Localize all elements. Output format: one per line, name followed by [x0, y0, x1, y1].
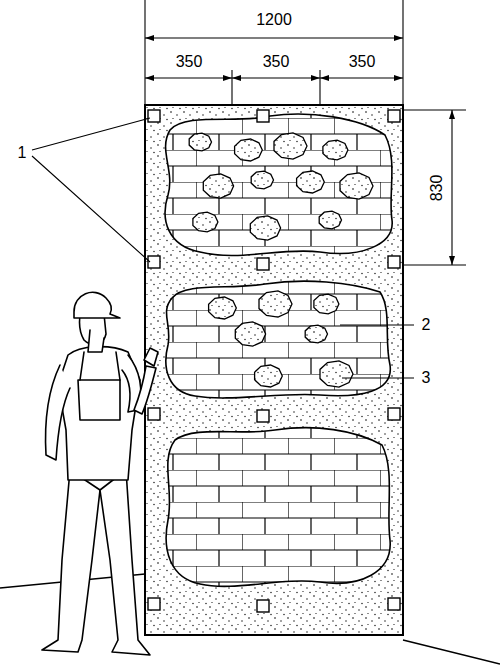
mortar-spot — [320, 361, 353, 387]
mortar-spot — [323, 140, 348, 160]
dimension-label: 350 — [261, 54, 292, 70]
mortar-spot — [274, 133, 307, 159]
mortar-spot — [255, 365, 283, 387]
mortar-spot — [319, 211, 341, 229]
callout-number: 3 — [420, 370, 433, 386]
dimension-label: 1200 — [254, 12, 294, 28]
mortar-spot — [340, 173, 373, 199]
callout-number: 1 — [16, 145, 29, 161]
mortar-spot — [305, 325, 327, 343]
dimension-label: 350 — [347, 54, 378, 70]
callout-number: 2 — [420, 317, 433, 333]
mortar-spot — [250, 216, 280, 240]
mortar-spot — [209, 297, 237, 319]
mortar-spot — [235, 322, 265, 346]
mortar-spot — [297, 171, 325, 193]
mortar-spot — [189, 133, 211, 151]
mortar-spot — [251, 171, 273, 189]
mortar-spot — [314, 294, 339, 314]
mortar-spot — [235, 139, 263, 161]
mortar-spot — [259, 291, 292, 317]
dimension-label: 350 — [174, 54, 205, 70]
dimension-label: 830 — [429, 173, 445, 204]
mortar-spot — [193, 212, 218, 232]
mortar-spot — [203, 174, 233, 198]
